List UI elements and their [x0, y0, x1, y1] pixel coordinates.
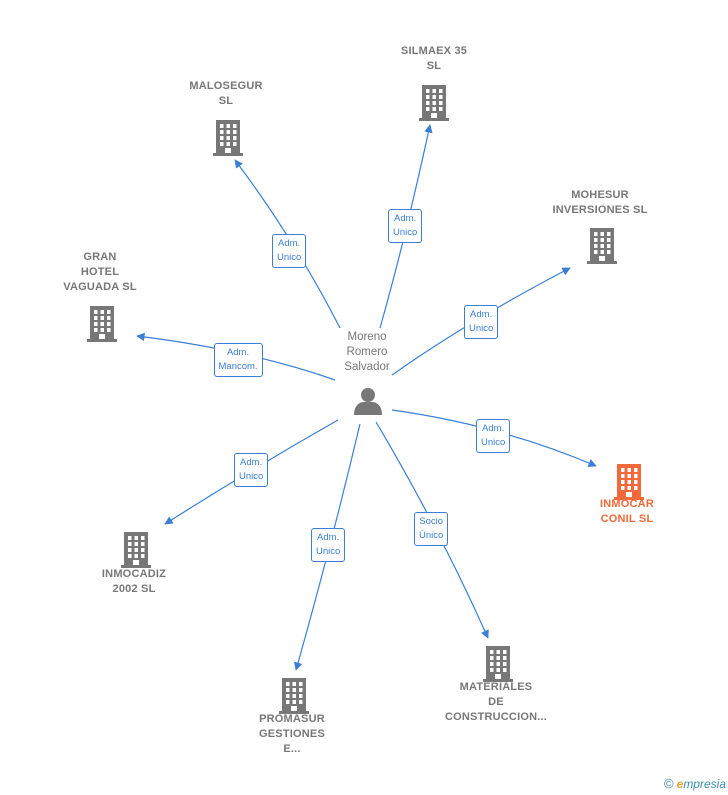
building-icon	[587, 228, 617, 264]
company-node-inmocadiz[interactable]	[120, 532, 152, 573]
relation-label-mohesur[interactable]: Adm. Unico	[464, 305, 499, 339]
company-node-promasur[interactable]	[278, 678, 310, 719]
company-node-malosegur[interactable]	[212, 120, 244, 161]
company-name-mohesur[interactable]: MOHESUR INVERSIONES SL	[552, 189, 648, 216]
company-node-mohesur[interactable]	[586, 228, 618, 269]
company-node-inmocar[interactable]	[613, 464, 645, 505]
building-icon	[614, 464, 644, 500]
company-name-malosegur[interactable]: MALOSEGUR SL	[189, 80, 263, 107]
brand-logo-e: e	[676, 777, 684, 791]
person-node[interactable]	[353, 386, 383, 421]
brand-name: mpresia	[683, 777, 726, 791]
company-name-promasur[interactable]: PROMASUR GESTIONES E...	[259, 713, 325, 755]
building-icon	[279, 678, 309, 714]
company-node-materiales[interactable]	[482, 646, 514, 687]
building-icon	[87, 306, 117, 342]
copyright-symbol: ©	[664, 776, 674, 791]
building-icon	[483, 646, 513, 682]
company-node-gran-hotel[interactable]	[86, 306, 118, 347]
relation-label-gran-hotel[interactable]: Adm. Mancom.	[213, 343, 263, 377]
footer-brand[interactable]: ©empresia	[664, 776, 726, 791]
relation-label-inmocadiz[interactable]: Adm. Unico	[234, 453, 269, 487]
company-name-silmaex[interactable]: SILMAEX 35 SL	[400, 45, 468, 72]
relation-label-malosegur[interactable]: Adm. Unico	[272, 234, 307, 268]
person-name[interactable]: Moreno Romero Salvador	[344, 331, 390, 373]
relation-label-silmaex[interactable]: Adm. Unico	[388, 209, 423, 243]
company-name-inmocadiz[interactable]: INMOCADIZ 2002 SL	[101, 568, 167, 595]
company-node-silmaex[interactable]	[418, 85, 450, 126]
building-icon	[213, 120, 243, 156]
relation-label-materiales[interactable]: Socio Único	[414, 512, 449, 546]
building-icon	[121, 532, 151, 568]
company-name-materiales[interactable]: MATERIALES DE CONSTRUCCION...	[445, 681, 547, 723]
building-icon	[419, 85, 449, 121]
company-name-inmocar[interactable]: INMOCAR CONIL SL	[600, 498, 654, 525]
company-name-gran-hotel[interactable]: GRAN HOTEL VAGUADA SL	[63, 251, 137, 293]
relation-label-promasur[interactable]: Adm. Unico	[311, 528, 346, 562]
relation-label-inmocar[interactable]: Adm. Unico	[476, 419, 511, 453]
person-icon	[354, 388, 382, 415]
